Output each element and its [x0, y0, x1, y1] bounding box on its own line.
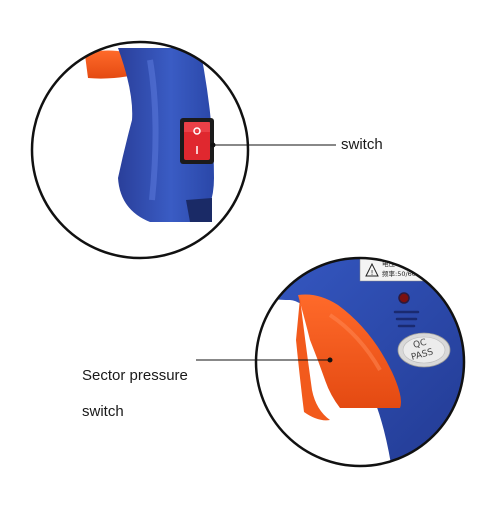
- svg-text:QC: QC: [412, 338, 428, 351]
- qc-pass-sticker: QC PASS: [397, 332, 451, 368]
- svg-text:电压:100-240V: 电压:100-240V: [382, 259, 429, 268]
- top-detail-circle: [30, 40, 250, 260]
- switch-callout: [210, 142, 336, 148]
- glue-gun-handle: [118, 48, 214, 222]
- bottom-detail-circle: ! 电压:100-240V 频率:50/60HZ QC PASS: [254, 256, 466, 468]
- sector-label-line-2: switch: [82, 403, 124, 420]
- sector-callout: [196, 357, 333, 363]
- power-indicator-led: [398, 292, 410, 304]
- vent-slots: [393, 310, 420, 328]
- sector-trigger: [298, 294, 401, 408]
- svg-text:频率:50/60HZ: 频率:50/60HZ: [382, 269, 426, 278]
- switch-label: switch: [341, 136, 383, 153]
- rocker-switch: [180, 118, 214, 164]
- sector-pressure-switch-label: Sector pressure switch: [82, 349, 222, 439]
- sector-label-line-1: Sector pressure: [82, 367, 188, 384]
- svg-text:!: !: [371, 269, 374, 277]
